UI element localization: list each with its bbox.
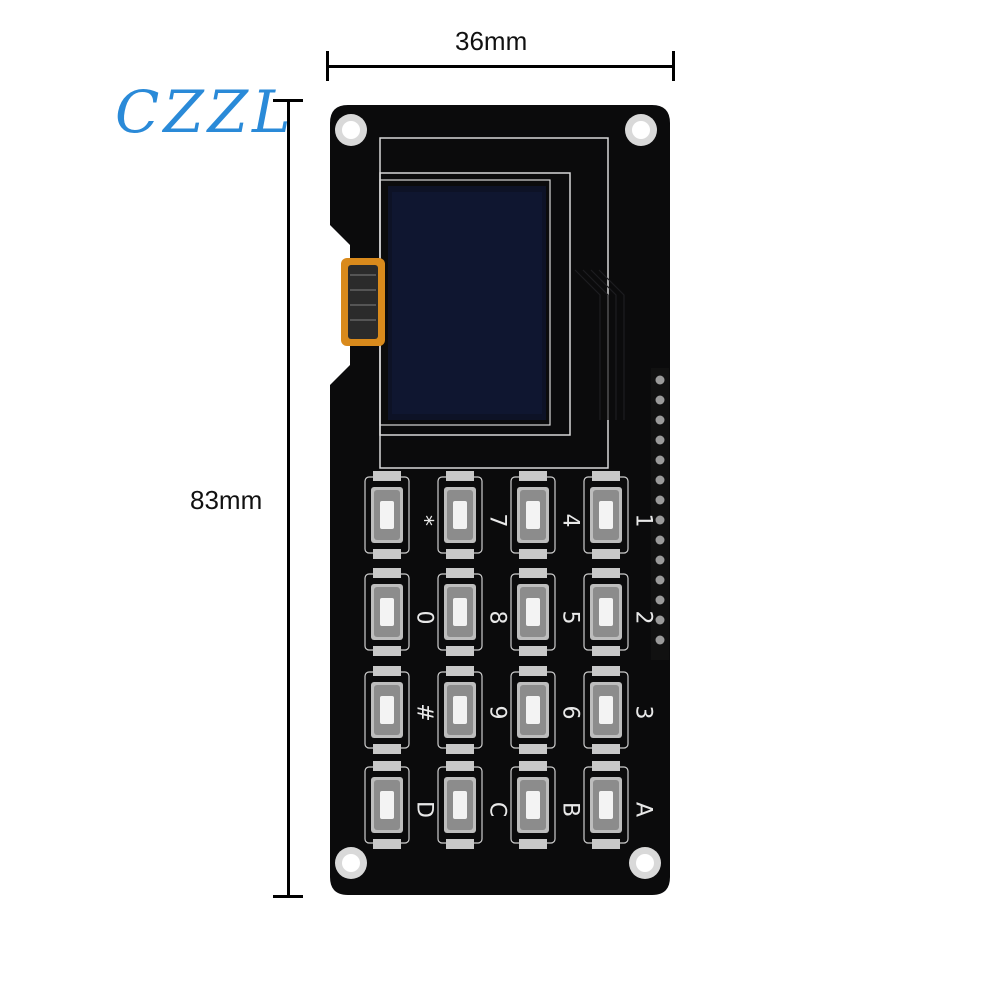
key-label: 4: [557, 513, 583, 528]
pin-header-icon: [651, 368, 669, 660]
key-label: C: [484, 801, 510, 818]
key-label: A: [630, 801, 656, 818]
height-dimension-line: [287, 100, 290, 898]
key-label: B: [557, 801, 583, 818]
key-label: 2: [630, 610, 656, 625]
height-dimension-cap-bottom: [273, 895, 303, 898]
key-label: D: [411, 801, 437, 818]
width-dimension-label: 36mm: [455, 26, 528, 56]
key-label: 8: [484, 610, 510, 625]
ribbon-connector-icon: [341, 258, 385, 346]
key-label: 6: [557, 705, 583, 720]
mounting-hole-icon: [335, 114, 661, 879]
width-dimension-cap-left: [326, 51, 329, 81]
width-dimension-cap-right: [672, 51, 675, 81]
height-dimension-cap-top: [273, 99, 303, 102]
key-label: 0: [411, 610, 437, 625]
key-label: *: [411, 515, 437, 526]
key-label: #: [411, 703, 437, 722]
key-label: 5: [557, 610, 583, 625]
key-label: 9: [484, 705, 510, 720]
height-dimension-label: 83mm: [190, 485, 263, 515]
brand-logo: CZZL: [115, 78, 295, 146]
key-label: 3: [630, 705, 656, 720]
key-label: 7: [484, 513, 510, 528]
key-label: 1: [630, 513, 656, 528]
width-dimension-line: [327, 65, 674, 68]
